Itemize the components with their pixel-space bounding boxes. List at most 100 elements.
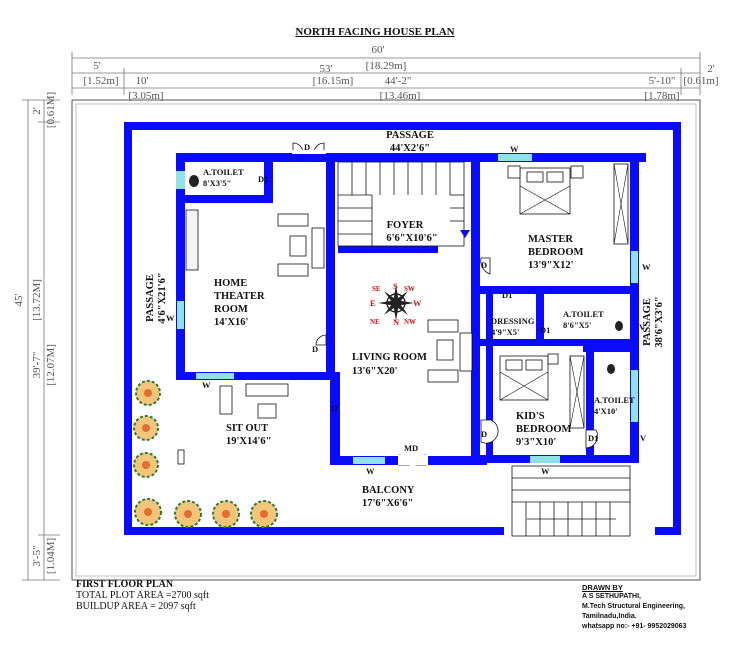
stair-arrow <box>460 230 470 238</box>
footer-heading: FIRST FLOOR PLAN <box>76 579 174 590</box>
credits-block: DRAWN BY A S SETHUPATHI, M.Tech Structur… <box>582 583 686 632</box>
label-passage-top-size: 44'X2'6" <box>390 143 430 154</box>
label-atoilet2-size: 8'6"X5' <box>563 320 591 330</box>
toilet-fixtures <box>189 175 623 374</box>
top-dimensions <box>71 52 701 95</box>
label-atoilet3: A.TOILET <box>594 395 635 405</box>
dim-seg-a-m: [3.05m] <box>128 90 163 102</box>
dim-right-setback-m: [0.61m] <box>683 75 718 87</box>
dim-inner-depth-m: [12.07M] <box>45 344 57 386</box>
compass-nw: NW <box>404 318 416 326</box>
dim-seg-b: 44'-2" <box>385 75 412 87</box>
plot-boundary <box>71 99 701 581</box>
mark-window-theater: W <box>166 313 175 323</box>
credits-location: Tamilnadu,India. <box>582 613 637 620</box>
label-foyer: FOYER <box>387 220 424 231</box>
credits-degree: M.Tech Structural Engineering, <box>582 603 685 610</box>
dim-left-setback: 5' <box>93 60 101 72</box>
footer-block: FIRST FLOOR PLAN TOTAL PLOT AREA =2700 s… <box>76 579 209 612</box>
label-home-theater-2: THEATER <box>214 291 265 302</box>
label-living-size: 13'6"X20' <box>352 366 398 377</box>
label-sitout: SIT OUT <box>226 423 268 434</box>
dim-total-width: 60' <box>372 44 385 56</box>
compass-w: W <box>413 298 422 308</box>
dim-top-setback-m: [0.61M] <box>45 92 57 128</box>
label-balcony-size: 17'6"X6'6" <box>362 498 413 509</box>
dim-bottom-setback: 3'-5" <box>31 545 43 566</box>
dim-seg-c-m: [1.78m] <box>644 90 679 102</box>
footer-buildup-area: BUILDUP AREA = 2097 sqft <box>76 601 196 612</box>
compass-ne: NE <box>370 318 380 326</box>
compass-e: E <box>370 298 376 308</box>
mark-window-sitout: W <box>202 380 211 390</box>
mark-window-kids: W <box>541 466 550 476</box>
compass-n: N <box>393 317 400 327</box>
plants <box>133 380 278 528</box>
label-home-theater-3: ROOM <box>214 304 248 315</box>
outer-wall <box>124 122 681 535</box>
mark-door-master: D <box>481 260 487 270</box>
staircase-bottom <box>511 465 631 537</box>
label-passage-left: PASSAGE <box>145 274 156 322</box>
label-sitout-size: 19'X14'6" <box>226 436 272 447</box>
label-atoilet2: A.TOILET <box>563 309 604 319</box>
left-dimensions <box>22 99 60 581</box>
dim-left-setback-m: [1.52m] <box>83 75 118 87</box>
credits-heading: DRAWN BY <box>582 583 623 592</box>
dim-right-setback: 2' <box>707 63 715 75</box>
dim-seg-c: 5'-10" <box>649 75 676 87</box>
label-master-size: 13'9"X12' <box>528 260 574 271</box>
plot-boundary-inner <box>75 103 697 577</box>
bed-cross-lines <box>499 163 629 429</box>
mark-vent-toilet2: V <box>639 322 646 332</box>
dim-top-setback: 2' <box>31 107 43 115</box>
mark-door-top: D <box>304 142 310 152</box>
dim-inner-width: 53' <box>320 63 333 75</box>
label-dressing-size: 4'9"X5' <box>491 327 519 337</box>
label-passage-left-size: 4'6"X21'6" <box>157 272 168 323</box>
label-atoilet1: A.TOILET <box>203 167 244 177</box>
mark-d1-toilet2: D1 <box>540 325 550 335</box>
label-home-theater-size: 14'X16' <box>214 317 249 328</box>
mark-door-theater: D <box>312 344 318 354</box>
compass-sw: SW <box>404 285 415 293</box>
mark-opening-living: O <box>331 403 338 413</box>
label-atoilet1-size: 8'X3'5" <box>203 178 231 188</box>
dim-bottom-setback-m: [1.04M] <box>45 538 57 574</box>
mark-window-living: W <box>366 466 375 476</box>
dim-seg-b-m: [13.46m] <box>380 90 421 102</box>
mark-d1-toilet1: D1 <box>258 174 268 184</box>
label-foyer-size: 6'6"X10'6" <box>386 233 437 244</box>
door-bg-top <box>292 150 326 154</box>
dim-total-width-m: [18.29m] <box>366 60 407 72</box>
label-passage-right: PASSAGE <box>642 298 653 346</box>
dim-total-depth-m: [13.72M] <box>31 279 43 321</box>
mark-vent-toilet3: V <box>640 433 647 443</box>
credits-name: A S SETHUPATHI, <box>582 593 641 600</box>
label-master-2: BEDROOM <box>528 247 584 258</box>
compass-rose <box>378 285 414 321</box>
dim-inner-depth: 39'-7" <box>31 352 43 379</box>
plan-title: NORTH FACING HOUSE PLAN <box>295 26 455 38</box>
label-passage-top: PASSAGE <box>386 130 434 141</box>
mark-door-kids: D <box>481 429 487 439</box>
windows <box>176 154 638 464</box>
dim-seg-a: 10' <box>136 75 149 87</box>
label-dressing: DRESSING <box>491 316 535 326</box>
door-bg-md <box>398 455 428 465</box>
label-living: LIVING ROOM <box>352 352 427 363</box>
label-kids-2: BEDROOM <box>516 424 572 435</box>
label-master-1: MASTER <box>528 234 573 245</box>
label-balcony: BALCONY <box>362 485 415 496</box>
label-home-theater-1: HOME <box>214 278 247 289</box>
mark-main-door: MD <box>404 443 418 453</box>
dim-total-depth: 45' <box>13 293 25 306</box>
mark-window-master-right: W <box>642 262 651 272</box>
mark-window-master-top: W <box>510 144 519 154</box>
compass-s: S <box>393 281 398 291</box>
label-kids-size: 9'3"X10' <box>516 437 556 448</box>
credits-phone: whatsapp no:- +91- 9952029063 <box>582 623 687 630</box>
staircase-top <box>337 161 465 247</box>
dim-inner-width-m: [16.15m] <box>313 75 354 87</box>
